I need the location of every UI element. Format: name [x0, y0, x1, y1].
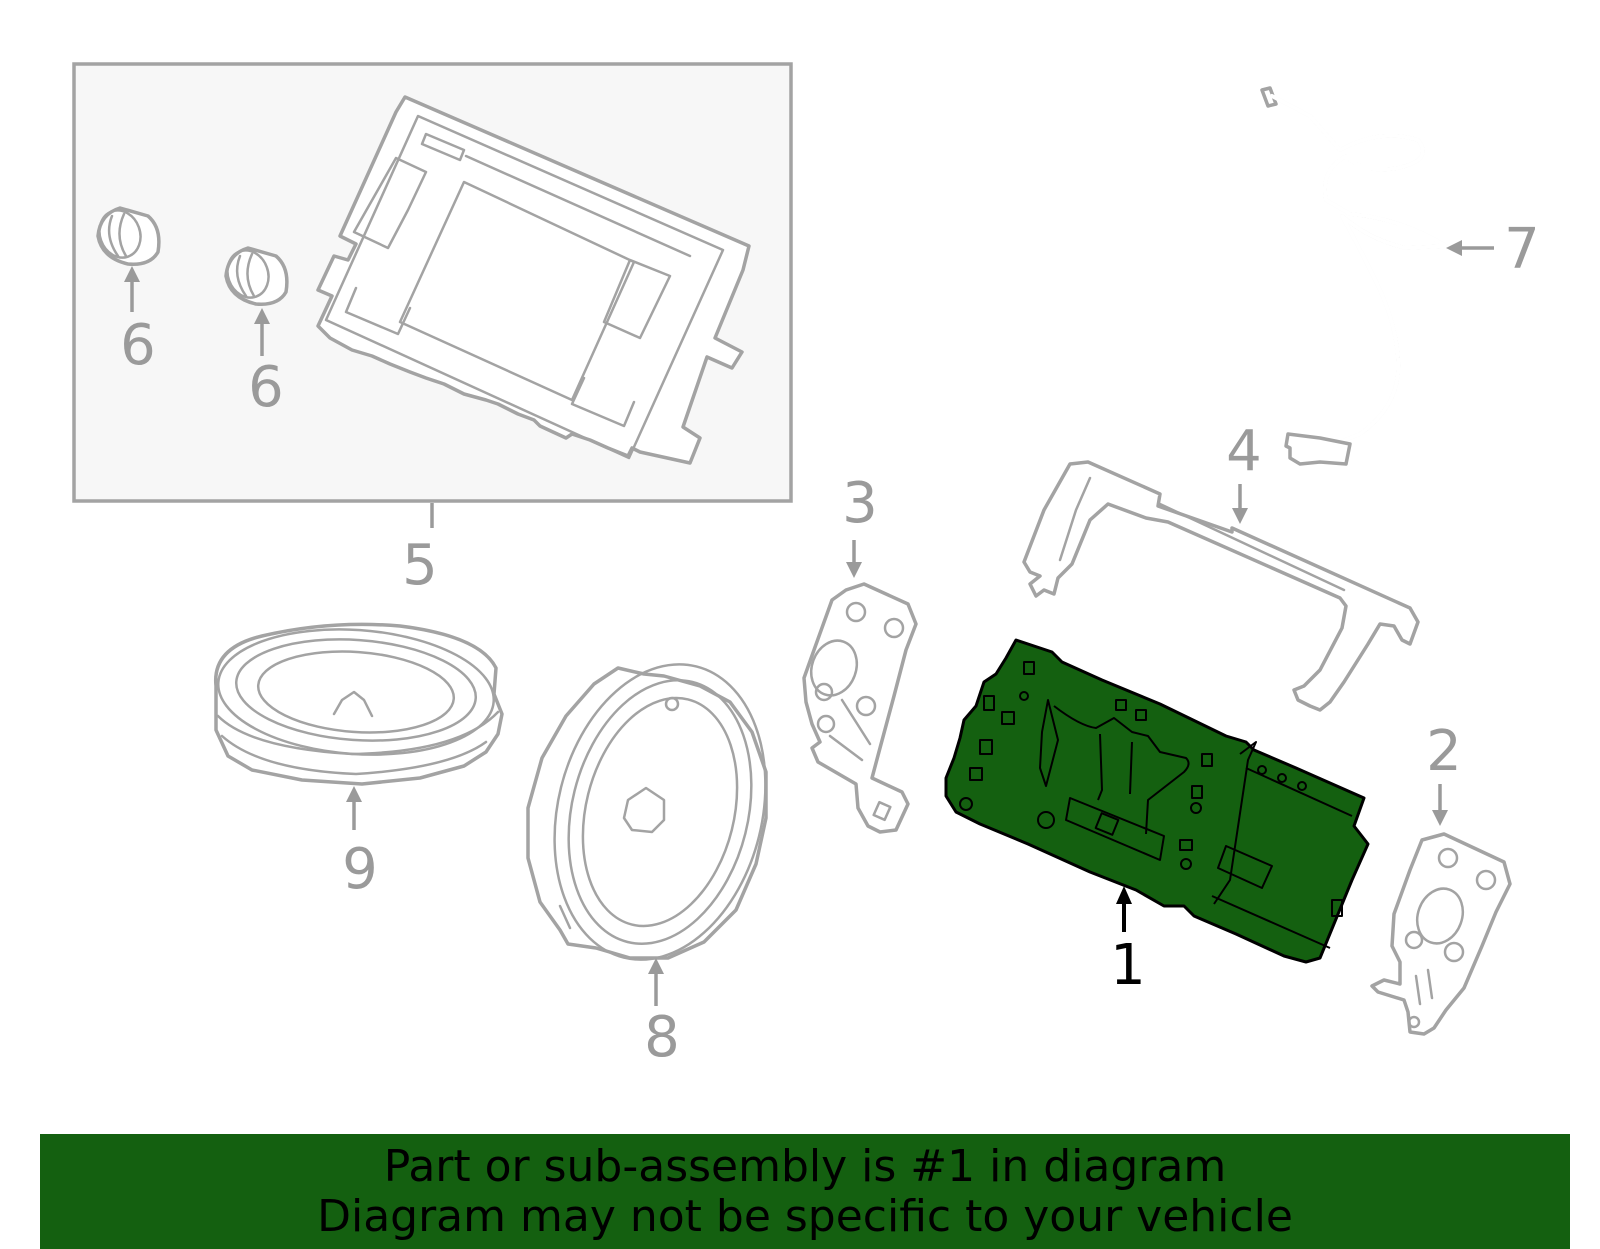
part-3-left-bracket[interactable] — [802, 582, 918, 834]
callout-1: 1 — [1110, 933, 1146, 998]
part-8-door-speaker[interactable] — [525, 642, 796, 982]
callout-6b-arrowhead — [254, 308, 270, 324]
callout-3: 3 — [842, 471, 878, 536]
callout-5: 5 — [402, 533, 438, 598]
callout-7-arrowhead — [1446, 240, 1462, 256]
callout-9: 9 — [342, 837, 378, 902]
info-banner: Part or sub-assembly is #1 in diagram Di… — [40, 1134, 1570, 1249]
callout-8-arrowhead — [648, 958, 664, 974]
part-5-display-assembly[interactable] — [72, 62, 793, 503]
callout-3-arrowhead — [846, 562, 862, 578]
callout-4-arrowhead — [1232, 508, 1248, 524]
banner-line-1: Part or sub-assembly is #1 in diagram — [383, 1141, 1227, 1192]
callout-4: 4 — [1226, 419, 1262, 484]
part-6-knob-left[interactable] — [93, 205, 161, 266]
callout-2-arrowhead — [1432, 810, 1448, 826]
callout-9-arrowhead — [346, 786, 362, 802]
part-7-antenna-cable[interactable] — [1260, 86, 1448, 466]
part-9-speaker-oval[interactable] — [213, 621, 504, 786]
callout-6b: 6 — [248, 355, 284, 420]
part-1-radio-unit-highlighted[interactable] — [944, 638, 1370, 964]
part-2-right-bracket[interactable] — [1370, 832, 1512, 1036]
callout-2: 2 — [1426, 719, 1462, 784]
callout-8: 8 — [644, 1005, 680, 1070]
callout-6a-arrowhead — [124, 266, 140, 282]
part-4-upper-bracket[interactable] — [1022, 460, 1420, 712]
callout-1-arrowhead — [1116, 886, 1132, 904]
banner-line-2: Diagram may not be specific to your vehi… — [317, 1191, 1293, 1242]
part-6-knob-right[interactable] — [221, 245, 289, 306]
callout-6a: 6 — [120, 313, 156, 378]
callout-7: 7 — [1504, 217, 1540, 282]
